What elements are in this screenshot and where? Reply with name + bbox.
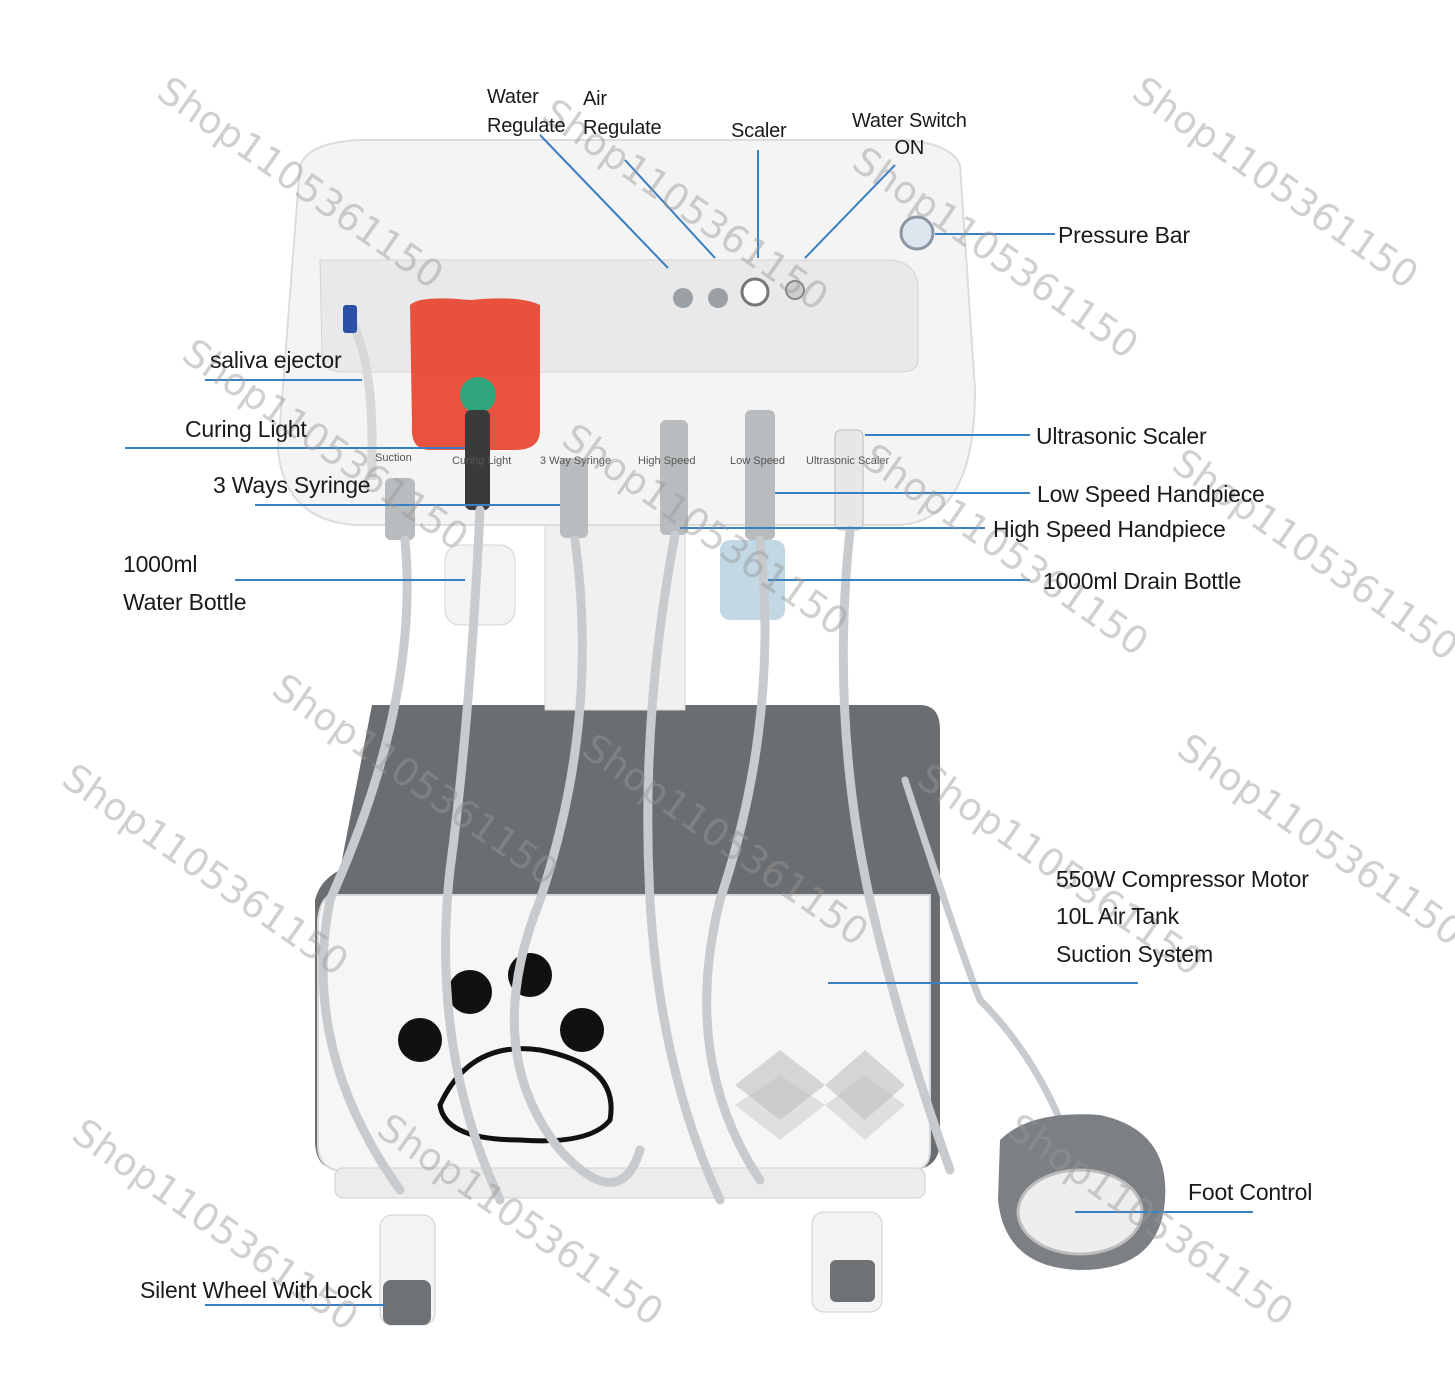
label-line: Water Switch: [852, 110, 967, 132]
curing-light-tip: [460, 377, 496, 413]
label-line: Water: [487, 86, 539, 108]
label-pressure-bar: Pressure Bar: [1058, 222, 1190, 248]
scaler-knob: [740, 277, 770, 307]
label-line: Regulate: [487, 115, 566, 137]
label-line: 10L Air Tank: [1056, 903, 1179, 930]
handpiece-holders: [343, 305, 864, 540]
label-compressor: 550W Compressor Motor 10L Air Tank Sucti…: [1056, 866, 1309, 967]
label-line: 1000ml: [123, 551, 198, 577]
label-water-bottle: 1000ml Water Bottle: [123, 551, 246, 616]
label-ultrasonic-scaler: Ultrasonic Scaler: [1036, 423, 1207, 449]
label-line: Water Bottle: [123, 589, 247, 616]
label-line: Suction System: [1056, 940, 1213, 967]
curing-light-shield: [410, 298, 540, 450]
label-line: 550W Compressor Motor: [1056, 866, 1309, 892]
label-line: ON: [894, 137, 925, 159]
port-label-suction: Suction: [375, 452, 412, 464]
label-scaler: Scaler: [731, 120, 787, 142]
water-switch: [785, 280, 805, 300]
vent-grille: [735, 1050, 905, 1140]
label-3-ways-syringe: 3 Ways Syringe: [213, 472, 371, 498]
port-label-curing-light: Curing Light: [452, 455, 512, 467]
label-line: Regulate: [583, 117, 662, 139]
label-water-switch: Water Switch ON: [852, 110, 967, 160]
label-foot-control: Foot Control: [1188, 1179, 1313, 1205]
port-label-low-speed: Low Speed: [730, 455, 786, 467]
port-label-3-way-syringe: 3 Way Syringe: [540, 455, 612, 467]
port-label-ultrasonic-scaler: Ultrasonic Scaler: [806, 455, 890, 467]
label-line: Air: [583, 88, 607, 110]
pressure-gauge: [899, 215, 935, 251]
label-drain-bottle: 1000ml Drain Bottle: [1043, 568, 1242, 594]
label-low-speed-handpiece: Low Speed Handpiece: [1037, 481, 1265, 507]
water-knob: [673, 288, 693, 308]
hoses: [318, 505, 1064, 1205]
label-silent-wheel: Silent Wheel With Lock: [140, 1277, 373, 1303]
label-air-regulate: Air Regulate: [583, 88, 662, 140]
label-curing-light: Curing Light: [185, 416, 307, 442]
label-water-regulate: Water Regulate: [487, 86, 566, 138]
head-unit: [276, 139, 977, 526]
label-high-speed-handpiece: High Speed Handpiece: [993, 516, 1226, 542]
wheels: [379, 1211, 883, 1326]
label-saliva-ejector: saliva ejector: [210, 347, 342, 373]
port-label-high-speed: High Speed: [638, 455, 696, 467]
air-knob: [708, 288, 728, 308]
